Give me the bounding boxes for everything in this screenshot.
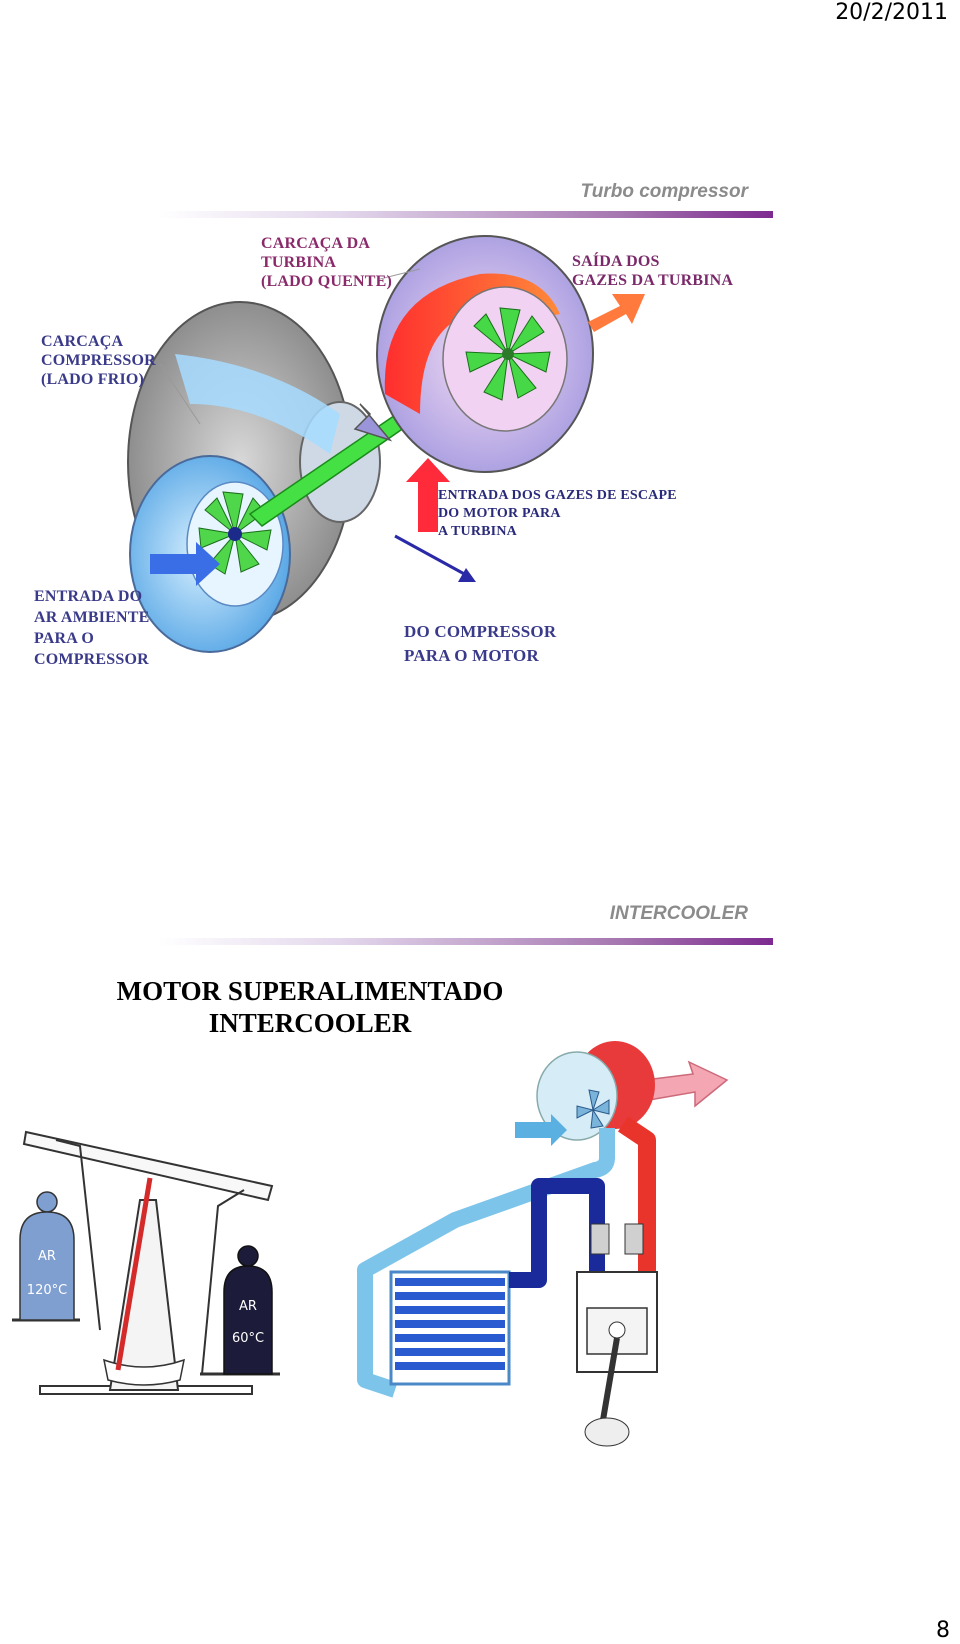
turbocharger-diagram xyxy=(127,235,645,653)
hot-air-weight: AR 120°C xyxy=(19,1191,75,1321)
page-number: 8 xyxy=(936,1618,950,1643)
cold-weight-temp: 60°C xyxy=(232,1331,264,1346)
intake-air-arrow xyxy=(515,1114,567,1146)
title-underline-bar xyxy=(158,938,773,945)
heading-line-1: MOTOR SUPERALIMENTADO xyxy=(116,976,504,1006)
charge-air-duct xyxy=(357,1128,615,1398)
intercooler-core xyxy=(389,1270,511,1386)
balance-scale-illustration: AR 120°C AR 60°C xyxy=(12,1130,280,1395)
engine-cylinder xyxy=(576,1271,658,1447)
turbo-unit xyxy=(536,1041,655,1141)
hot-weight-label: AR xyxy=(38,1249,56,1264)
slide-date: 20/2/2011 xyxy=(835,0,948,25)
turbine-exhaust-arrow xyxy=(588,294,645,332)
cold-air-weight: AR 60°C xyxy=(223,1245,273,1375)
engine-valves xyxy=(590,1223,644,1255)
exhaust-duct xyxy=(613,1116,656,1299)
hot-weight-temp: 120°C xyxy=(27,1283,67,1298)
cooled-air-duct xyxy=(509,1178,605,1288)
label-turbine-exhaust: SAÍDA DOS GAZES DA TURBINA xyxy=(572,253,734,289)
compressor-outlet-arrow xyxy=(394,534,476,582)
cold-weight-label: AR xyxy=(239,1299,257,1314)
label-exhaust-inlet: ENTRADA DOS GAZES DE ESCAPE DO MOTOR PAR… xyxy=(438,488,677,539)
label-compressor-housing: CARCAÇA COMPRESSOR (LADO FRIO) xyxy=(41,333,156,388)
air-inlet-arrow xyxy=(150,542,220,586)
heading-line-2: INTERCOOLER xyxy=(208,1008,412,1038)
title-underline-bar xyxy=(158,211,773,218)
compressor-housing-leader xyxy=(159,363,201,425)
intercooler-heading: MOTOR SUPERALIMENTADO INTERCOOLER xyxy=(100,975,520,1039)
intercooler-circuit-illustration xyxy=(357,1041,729,1447)
label-air-inlet: ENTRADA DO AR AMBIENTE PARA O COMPRESSOR xyxy=(34,588,150,668)
label-compressor-to-engine: DO COMPRESSOR PARA O MOTOR xyxy=(404,622,557,665)
label-turbine-housing: CARCAÇA DA TURBINA (LADO QUENTE) xyxy=(261,235,393,290)
compressor-housing xyxy=(127,301,381,653)
slide-title-intercooler: INTERCOOLER xyxy=(609,903,748,924)
exhaust-inlet-arrow xyxy=(406,458,450,532)
turbine-wheel xyxy=(465,307,551,401)
turbine-housing-leader xyxy=(379,268,421,280)
exhaust-outlet-arrow xyxy=(644,1060,729,1108)
slide-title-turbo: Turbo compressor xyxy=(580,181,748,202)
